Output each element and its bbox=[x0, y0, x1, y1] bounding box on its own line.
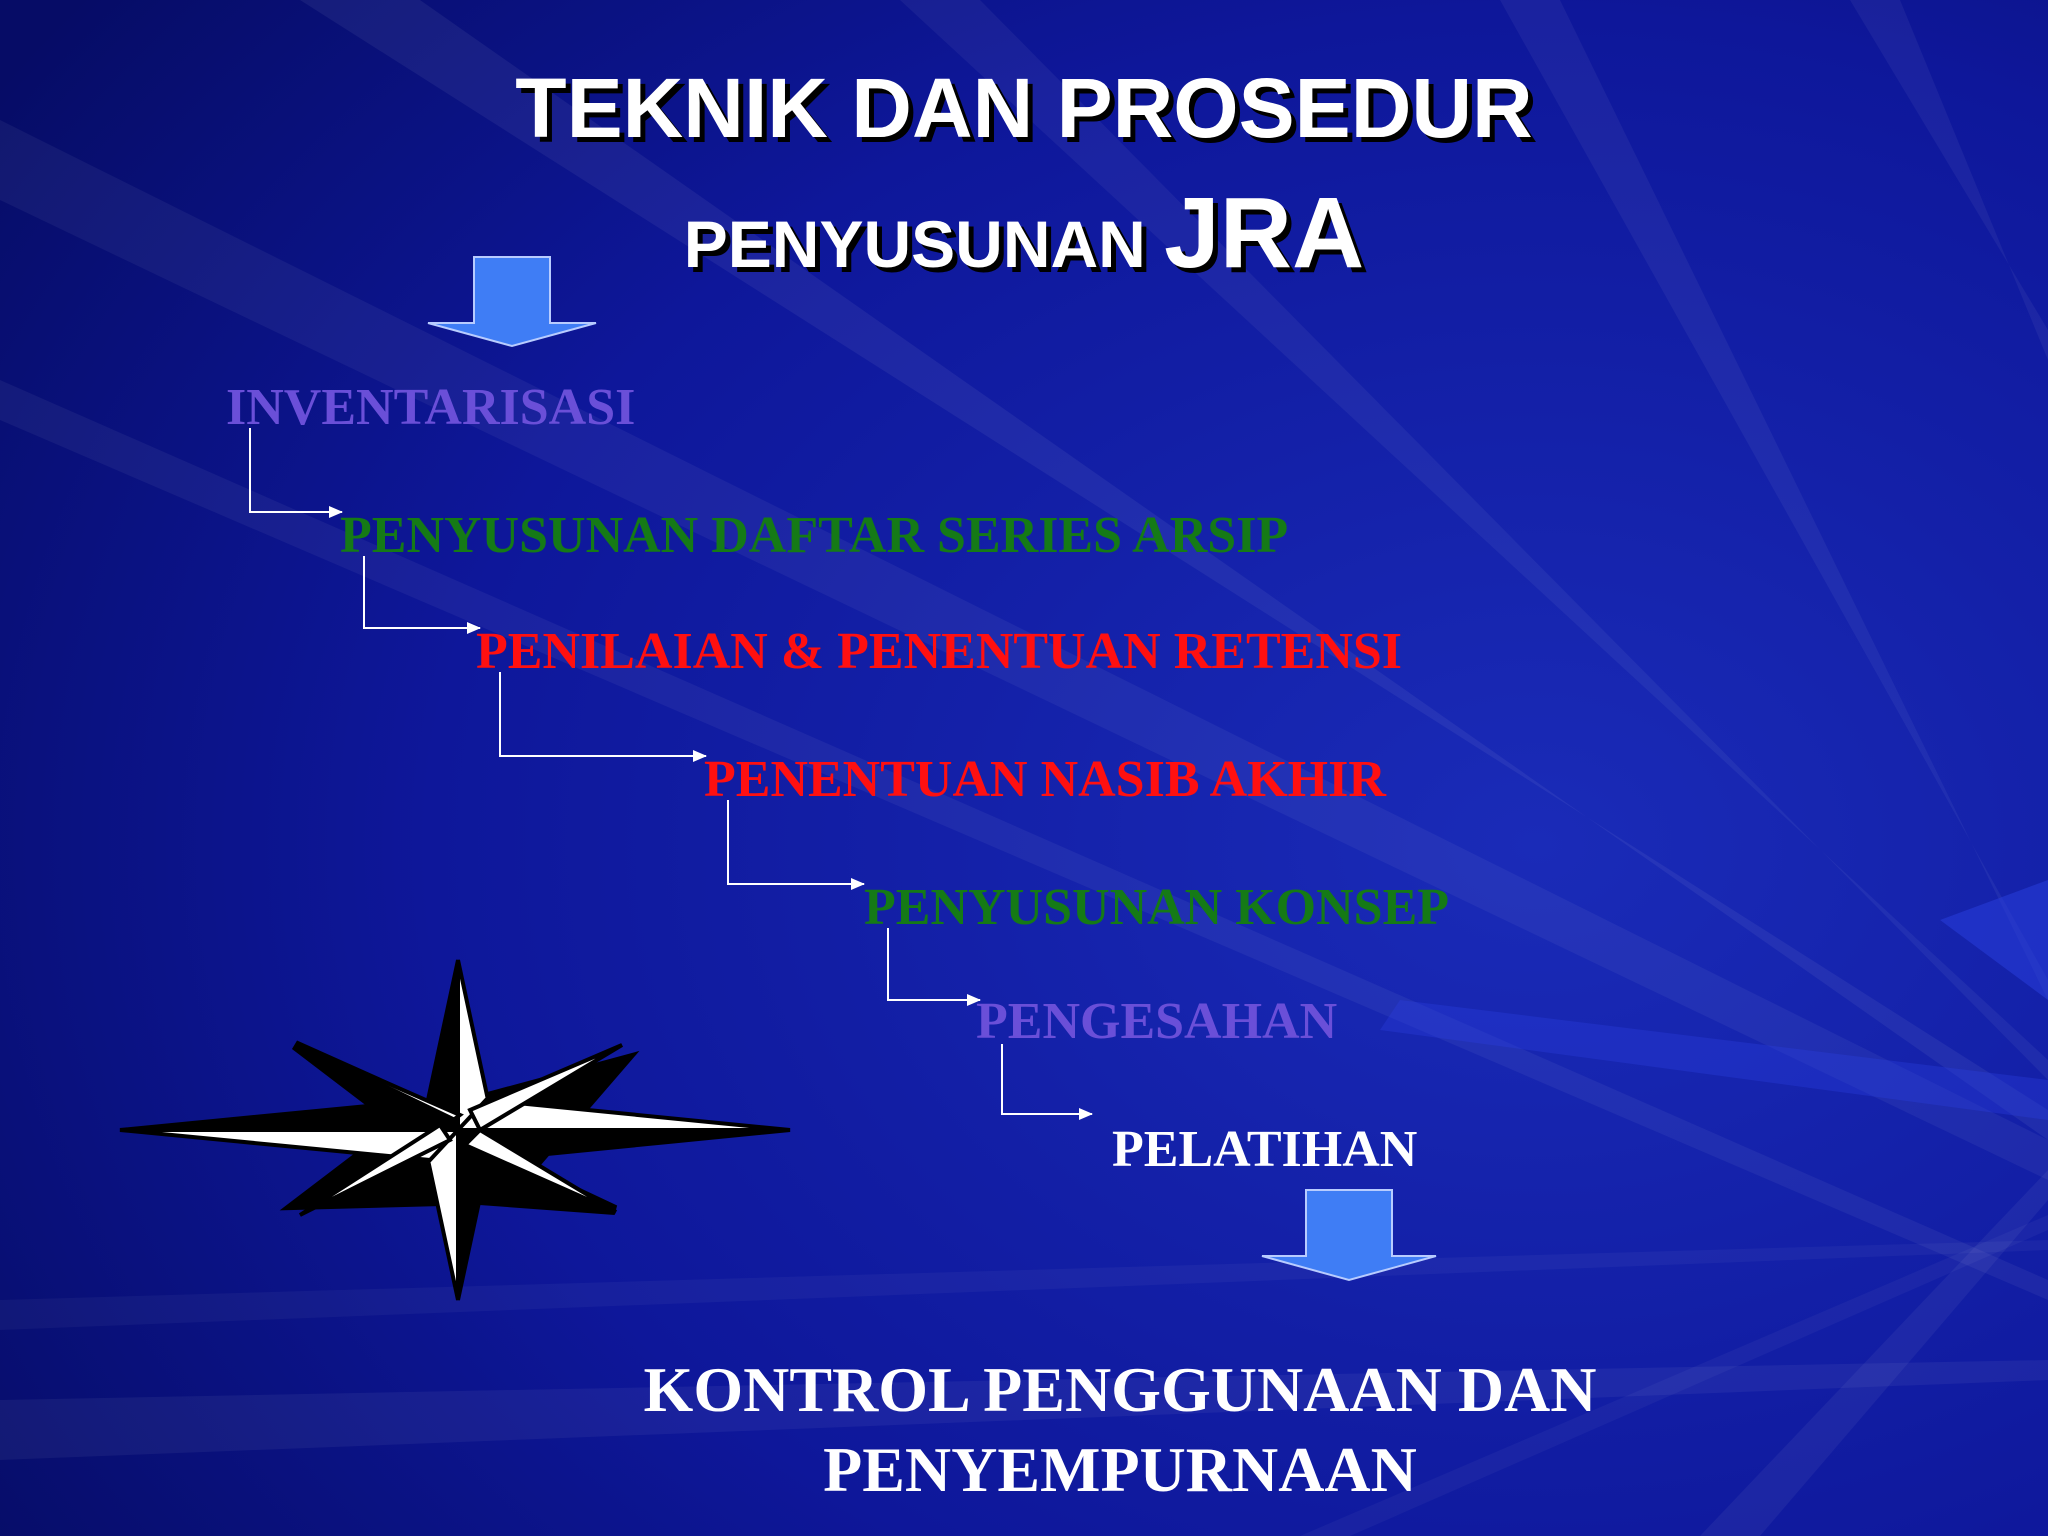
step-pelatihan: PELATIHAN bbox=[1112, 1121, 1418, 1178]
final-text-line2: PENYEMPURNAAN bbox=[823, 1434, 1417, 1505]
step-penyusunan-konsep: PENYUSUNAN KONSEP bbox=[864, 879, 1450, 936]
title-line2-text: PENYUSUNAN bbox=[683, 207, 1146, 281]
title-jra-text: JRA bbox=[1164, 177, 1365, 289]
step-pengesahan: PENGESAHAN bbox=[976, 993, 1338, 1050]
step-penyusunan-daftar-series-arsip: PENYUSUNAN DAFTAR SERIES ARSIP bbox=[340, 507, 1289, 564]
connector-3 bbox=[499, 672, 707, 762]
slide-title-line2: PENYUSUNAN JRA bbox=[0, 178, 2048, 299]
connector-5 bbox=[887, 928, 981, 1006]
connector-4 bbox=[727, 800, 865, 890]
connector-2 bbox=[363, 556, 481, 634]
connector-1 bbox=[249, 428, 343, 518]
step-inventarisasi: INVENTARISASI bbox=[226, 379, 636, 436]
slide-title-line1: TEKNIK DAN PROSEDUR bbox=[515, 61, 1533, 155]
down-arrow-icon bbox=[427, 256, 597, 348]
down-arrow-icon bbox=[1261, 1189, 1437, 1282]
step-penilaian-penentuan-retensi: PENILAIAN & PENENTUAN RETENSI bbox=[476, 623, 1403, 680]
step-penentuan-nasib-akhir: PENENTUAN NASIB AKHIR bbox=[704, 751, 1386, 808]
connector-6 bbox=[1001, 1044, 1093, 1120]
final-text-line1: KONTROL PENGGUNAAN DAN bbox=[643, 1354, 1597, 1425]
